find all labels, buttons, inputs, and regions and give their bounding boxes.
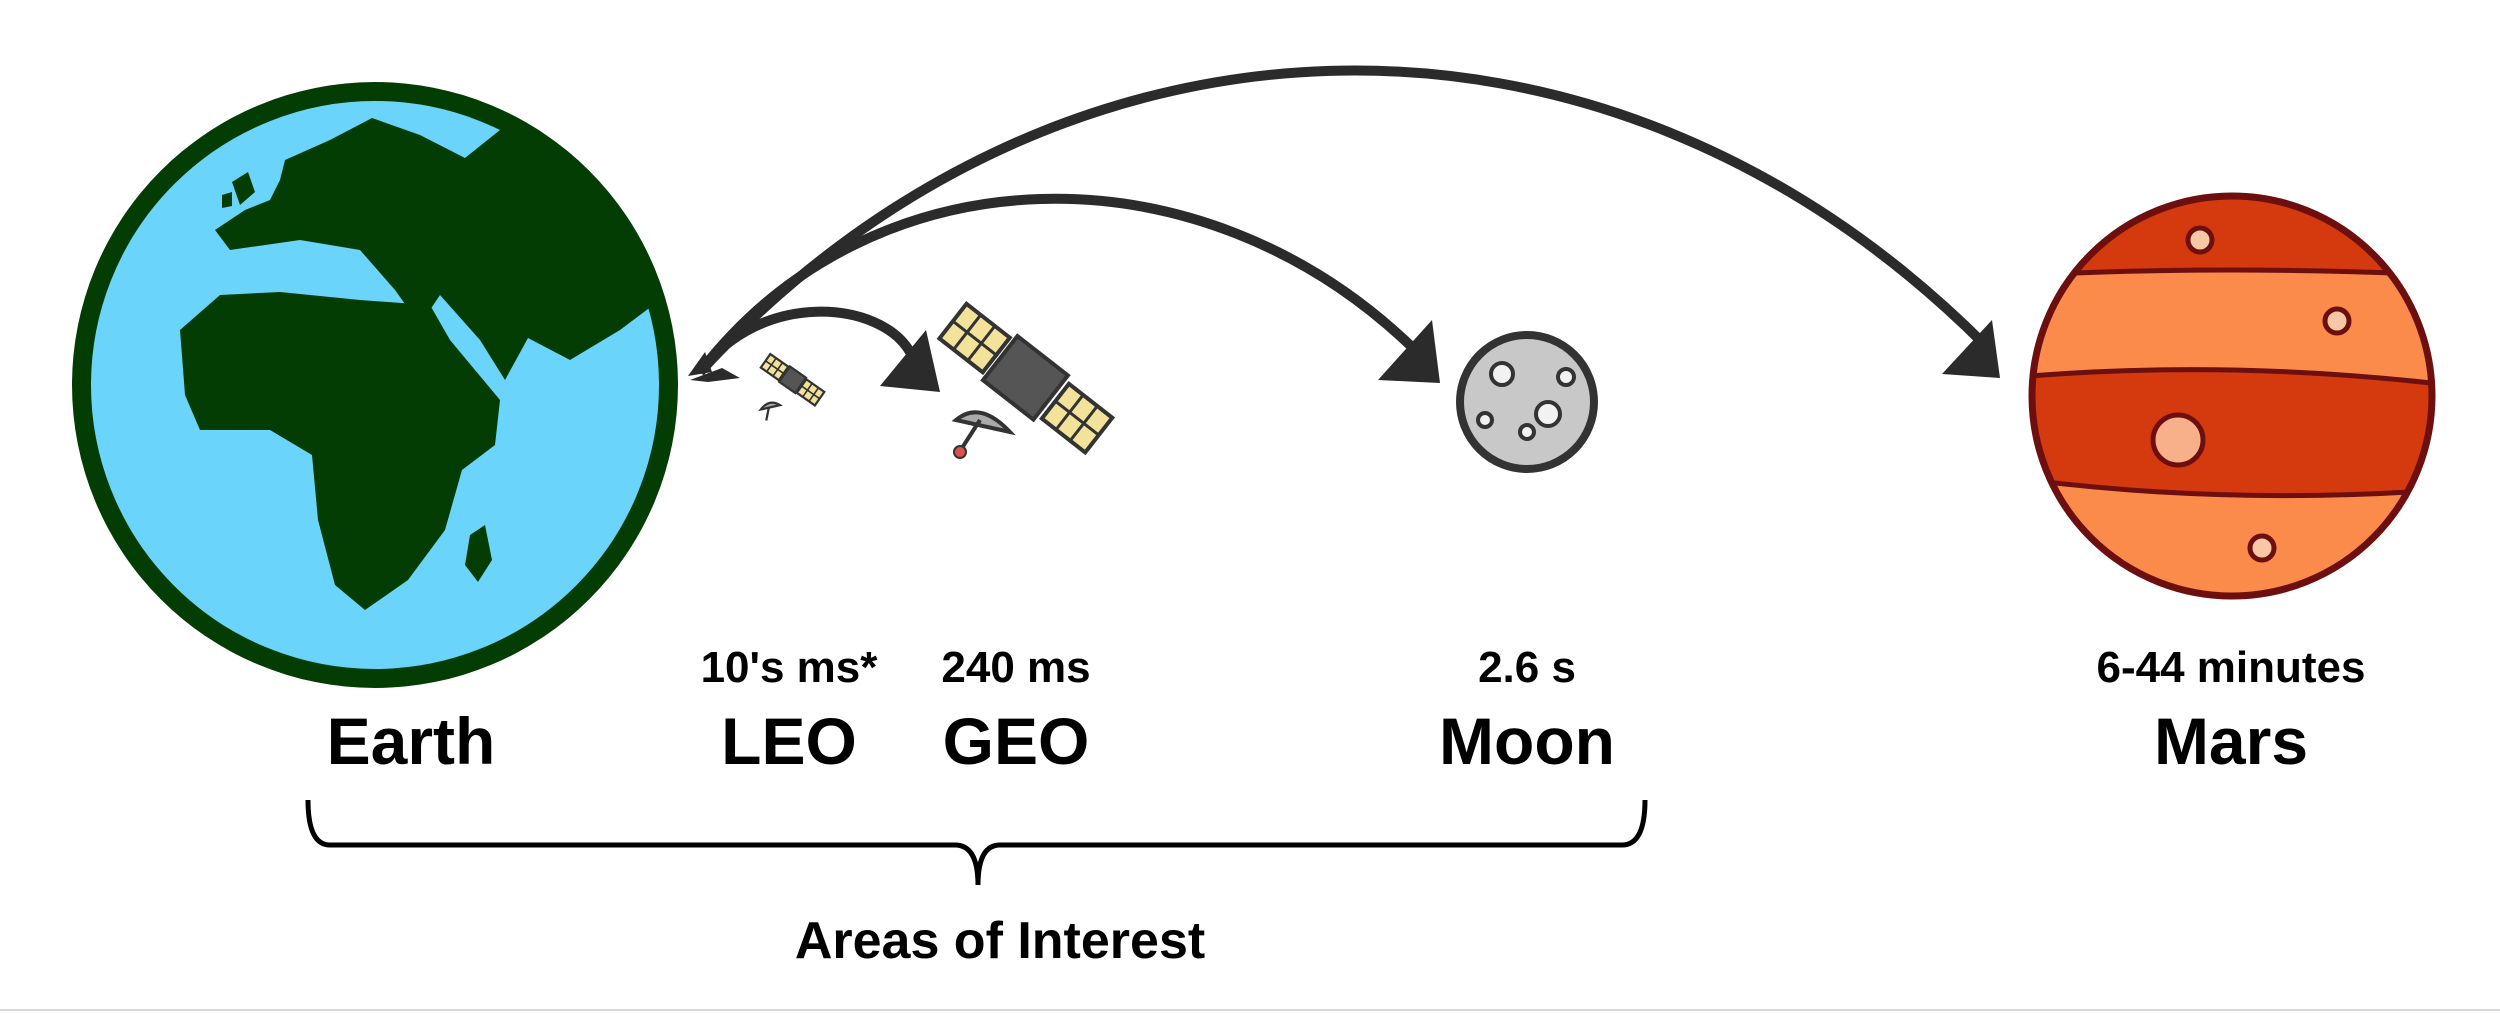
label-leo: LEO <box>721 704 857 778</box>
arrow-earth-to-mars <box>696 65 2000 378</box>
label-earth: Earth <box>327 704 496 778</box>
label-moon: Moon <box>1439 704 1615 778</box>
mars-planet <box>2028 192 2436 600</box>
label-geo: GEO <box>943 704 1090 778</box>
areas-brace <box>305 799 1648 886</box>
latency-moon: 2.6 s <box>1478 643 1576 692</box>
moon-icon <box>1456 331 1598 473</box>
arrow-head-earth <box>688 352 740 382</box>
earth-globe <box>72 82 678 688</box>
areas-of-interest-label: Areas of Interest <box>795 912 1205 970</box>
latency-leo: 10's ms* <box>701 643 879 692</box>
label-mars: Mars <box>2154 704 2308 778</box>
geo-satellite-icon <box>936 301 1116 459</box>
latency-mars: 6-44 minutes <box>2097 643 2366 692</box>
arrow-earth-to-moon <box>696 193 1440 383</box>
leo-satellite-icon <box>758 352 826 421</box>
latency-geo: 240 ms <box>941 643 1090 692</box>
arrow-earth-to-geo <box>695 306 940 392</box>
bottom-divider <box>0 1009 2500 1011</box>
